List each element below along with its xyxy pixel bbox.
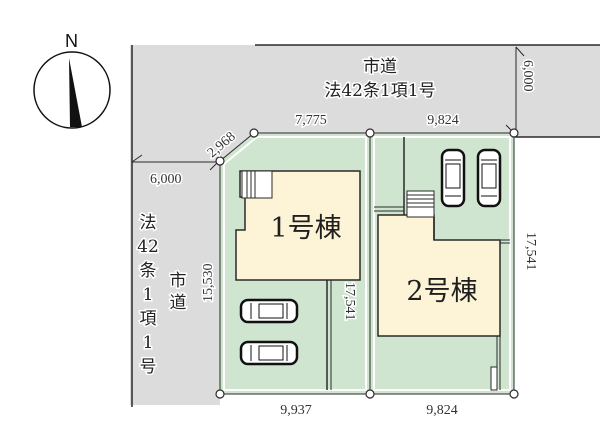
label-text: 1 — [143, 333, 154, 353]
road-west — [130, 45, 221, 407]
label-text: 法 — [140, 213, 157, 233]
west-road-law-vertical: 法 42 条 1 項 1 号 — [136, 212, 161, 379]
lot2-bottom-dim: 9,824 — [426, 403, 458, 418]
label-text: 市 — [170, 271, 187, 291]
west-road-width: 6,000 — [150, 172, 182, 187]
lot2-right-dim: 17,541 — [523, 232, 538, 271]
car-icon — [239, 340, 299, 366]
label-text: 42 — [137, 237, 159, 257]
north-road-law: 法42条1項1号 — [324, 81, 435, 101]
label-text: 条 — [140, 261, 157, 281]
label-text: 1 — [143, 285, 154, 305]
label-text: 項 — [140, 309, 157, 329]
label-text: 号 — [140, 357, 157, 377]
building-1-label: 1号棟 — [270, 213, 341, 244]
north-arrow-icon: N — [33, 31, 111, 129]
west-road-name-vertical: 市 道 — [168, 270, 188, 315]
lot-1 — [219, 132, 371, 395]
car-icon — [239, 298, 299, 324]
north-road-name: 市道 — [363, 57, 397, 77]
north-road-width: 6,000 — [520, 60, 535, 92]
building-2-label: 2号棟 — [406, 276, 477, 307]
lot1-left-dim: 15,530 — [201, 264, 216, 303]
car-icon — [440, 148, 466, 208]
lot1-bottom-dim: 9,937 — [280, 403, 312, 418]
label-text: 道 — [170, 293, 187, 313]
boundary-markers — [215, 128, 519, 399]
lot2-top-dim: 9,824 — [427, 113, 459, 128]
car-icon — [476, 148, 502, 208]
lot1-top-dim: 7,775 — [295, 113, 327, 128]
lot1-right-dim: 17,541 — [342, 282, 357, 321]
north-label: N — [65, 31, 78, 51]
